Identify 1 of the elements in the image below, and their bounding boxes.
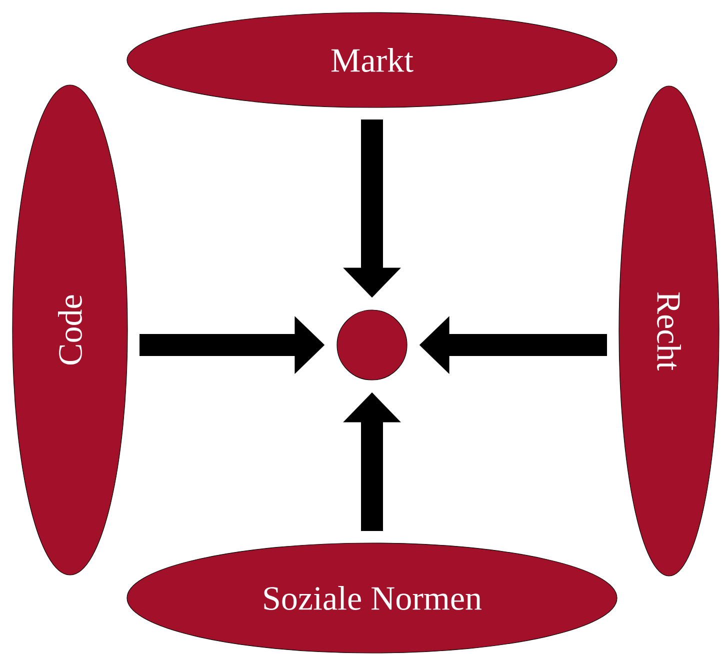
circle	[336, 310, 408, 380]
